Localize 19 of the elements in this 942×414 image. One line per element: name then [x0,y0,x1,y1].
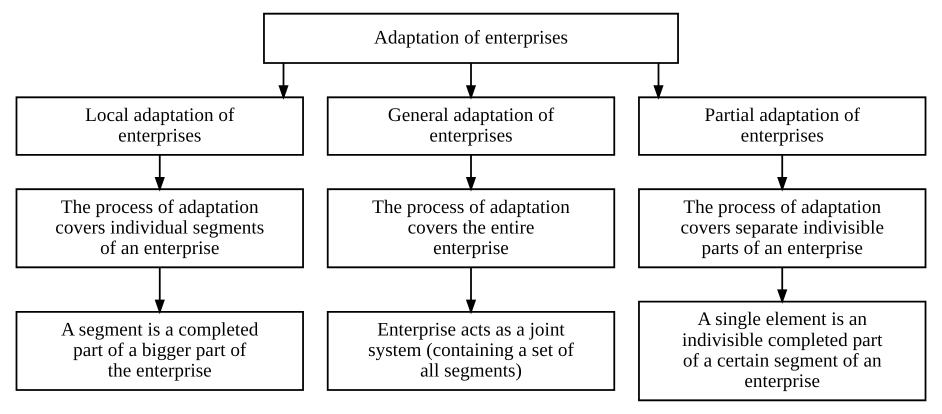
node-box: Partial adaptation of enterprises [638,96,926,156]
node-box: Enterprise acts as a joint system (containing a set of all segments) [326,311,616,391]
arrow [466,63,476,100]
arrow [466,155,476,192]
node-box: A segment is a completed part of a bigger part of the enterprise [16,311,304,391]
arrow [278,63,289,100]
node-box: The process of adaptation covers the entire enterprise [326,188,616,268]
node-box: General adaptation of enterprises [326,96,616,156]
arrow [154,268,165,314]
node-box: Adaptation of enterprises [263,12,679,64]
arrow [653,63,664,100]
node-box: A single element is an indivisible completed part of a certain segment of an enterprise [638,300,926,402]
node-box: The process of adaptation covers individual segments of an enterprise [16,188,304,268]
arrow [777,268,788,304]
arrow [154,155,165,192]
node-box: Local adaptation of enterprises [16,96,304,156]
arrow [777,155,788,192]
node-box: The process of adaptation covers separate indivisible parts of an enterprise [638,188,926,268]
arrow [466,268,476,314]
